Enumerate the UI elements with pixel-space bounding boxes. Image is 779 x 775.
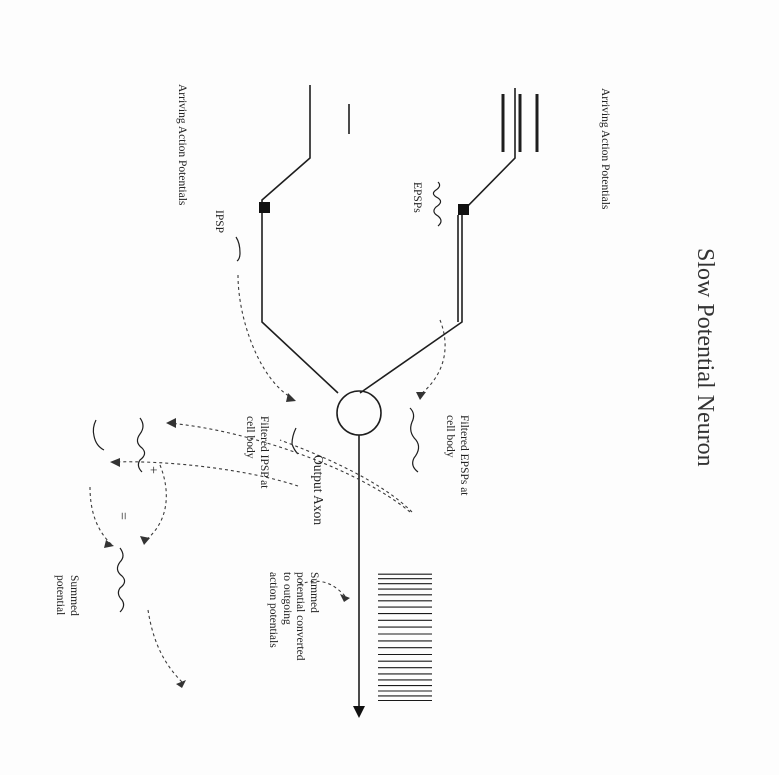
dendrite-excitatory [359, 88, 516, 394]
outgoing-spike-train [378, 573, 432, 702]
filtered-ipsp-waveform [291, 427, 299, 455]
label-arriving-bottom: Arriving Action Potentials [176, 84, 188, 206]
component-epsp-waveform [136, 417, 146, 473]
filtered-epsps-waveform [409, 407, 420, 473]
component-ipsp-waveform [92, 419, 105, 451]
axon-arrowhead [353, 706, 365, 718]
label-ipsp: IPSP [213, 210, 225, 234]
diagram-title: Slow Potential Neuron [692, 248, 718, 467]
arrow-heads [104, 392, 426, 688]
summed-waveform [116, 547, 126, 613]
cell-body [336, 390, 382, 436]
synapse-inhibitory [259, 202, 270, 213]
dotted-arrows [89, 274, 446, 683]
output-axon-line [353, 435, 365, 718]
label-arriving-top: Arriving Action Potentials [599, 88, 611, 210]
label-filtered-ipsp: Filtered IPSP at cell body [244, 416, 271, 489]
epsps-waveform [432, 181, 442, 227]
label-epsps: EPSPs [411, 182, 423, 213]
label-summed-converted: Summed potential converted to outgoing a… [267, 572, 321, 661]
label-output-axon: Output Axon [311, 455, 326, 526]
arriving-spikes-excitatory [501, 94, 539, 152]
operator-plus: + [145, 466, 160, 474]
ipsp-waveform [235, 236, 241, 262]
operator-equals: = [115, 512, 130, 520]
label-summed-potential: Summed potential [54, 575, 81, 616]
synapse-excitatory [458, 204, 469, 215]
label-filtered-epsps: Filtered EPSPs at cell body [444, 415, 471, 496]
dendrite-inhibitory [259, 85, 339, 394]
